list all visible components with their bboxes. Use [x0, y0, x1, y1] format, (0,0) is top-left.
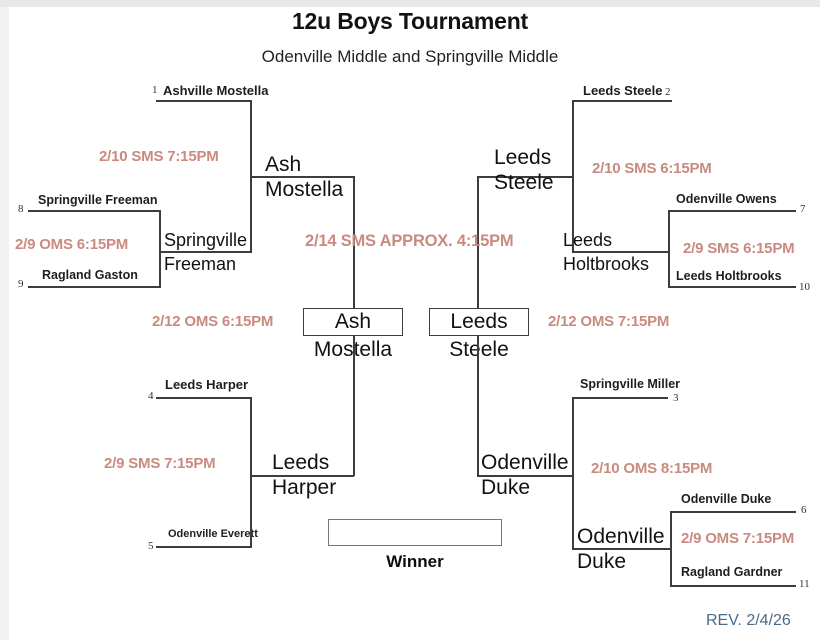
semifinal-left-box: Ash — [303, 308, 403, 336]
advancer-quarter-top-right-line2: Steele — [494, 171, 554, 194]
game-time-playin-7v10: 2/9 SMS 6:15PM — [683, 240, 795, 257]
bracket-line-playin-6v11-winner — [572, 548, 672, 550]
bracket-line-seed3 — [573, 397, 668, 399]
advancer-playin-8v9-line1: Springville — [164, 230, 248, 250]
seed-number-5: 5 — [148, 540, 154, 552]
advancer-playin-7v10-line1: Leeds — [563, 230, 613, 250]
advancer-quarter-top-right-line1: Leeds — [494, 146, 552, 169]
game-time-quarter-bot-right: 2/10 OMS 8:15PM — [591, 460, 713, 477]
bracket-line-seed6 — [670, 511, 796, 513]
bracket-line-playin-8v9-winner — [159, 251, 252, 253]
team-label-odenville-everett: Odenville Everett — [168, 528, 258, 540]
page-title: 12u Boys Tournament — [291, 8, 529, 34]
game-time-quarter-top-right: 2/10 SMS 6:15PM — [592, 160, 712, 177]
winner-box[interactable] — [328, 519, 502, 546]
bracket-line-seed4 — [156, 397, 252, 399]
semifinal-left-line2: Mostella — [314, 338, 392, 361]
page-left-frame — [0, 7, 9, 640]
bracket-line-playin-4v5-winner — [252, 475, 354, 477]
advancer-quarter-bot-right: Odenville Duke — [481, 450, 569, 500]
team-label-ragland-gardner: Ragland Gardner — [681, 565, 783, 579]
advancer-quarter-top-left-line2: Mostella — [265, 178, 344, 201]
bracket-connector-quarter-bot-right — [572, 397, 574, 548]
team-label-springville-freeman: Springville Freeman — [38, 193, 158, 207]
advancer-playin-8v9-line2: Freeman — [164, 254, 237, 274]
bracket-connector-playin-8v9 — [159, 210, 161, 288]
game-time-playin-4v5: 2/9 SMS 7:15PM — [104, 455, 216, 472]
bracket-connector-semi-left-top — [353, 176, 355, 311]
advancer-quarter-bot-right-line1: Odenville — [481, 451, 569, 474]
bracket-line-seed7 — [668, 210, 796, 212]
seed-number-8: 8 — [18, 203, 24, 215]
team-label-leeds-holtbrooks: Leeds Holtbrooks — [676, 269, 782, 283]
advancer-playin-4v5: Leeds Harper — [272, 450, 336, 500]
bracket-line-seed1 — [156, 100, 252, 102]
game-time-championship: 2/14 SMS APPROX. 4:15PM — [305, 232, 514, 250]
bracket-connector-playin-7v10 — [668, 210, 670, 288]
revision-label: REV. 2/4/26 — [706, 612, 791, 629]
bracket-line-quarter-top-left-winner — [252, 176, 354, 178]
page-subtitle: Odenville Middle and Springville Middle — [261, 47, 559, 66]
bracket-connector-semi-left-bottom — [353, 336, 355, 476]
seed-number-7: 7 — [800, 203, 806, 215]
team-label-ragland-gaston: Ragland Gaston — [42, 268, 138, 282]
seed-number-6: 6 — [801, 504, 807, 516]
game-time-playin-6v11: 2/9 OMS 7:15PM — [681, 530, 795, 547]
bracket-line-seed5 — [156, 546, 252, 548]
seed-number-3: 3 — [673, 392, 679, 404]
seed-number-2: 2 — [665, 86, 671, 98]
winner-label: Winner — [386, 552, 444, 571]
advancer-playin-6v11: Odenville Duke — [577, 524, 665, 574]
bracket-line-seed10 — [668, 286, 796, 288]
seed-number-9: 9 — [18, 278, 24, 290]
seed-number-1: 1 — [152, 84, 158, 96]
semifinal-right-line2-wrap: Steele — [429, 338, 529, 362]
advancer-quarter-bot-right-line2: Duke — [481, 476, 531, 499]
bracket-line-seed8 — [28, 210, 160, 212]
advancer-playin-4v5-line1: Leeds — [272, 451, 330, 474]
team-label-springville-miller: Springville Miller — [580, 377, 681, 391]
bracket-line-seed11 — [670, 585, 796, 587]
advancer-quarter-top-left-line1: Ash — [265, 153, 302, 176]
advancer-playin-6v11-line2: Duke — [577, 550, 627, 573]
team-label-odenville-owens: Odenville Owens — [676, 192, 777, 206]
advancer-playin-6v11-line1: Odenville — [577, 525, 665, 548]
seed-number-4: 4 — [148, 390, 154, 402]
advancer-quarter-top-left: Ash Mostella — [265, 152, 343, 202]
bracket-line-seed2 — [573, 100, 672, 102]
bracket-connector-quarter-top-left — [250, 100, 252, 252]
team-label-leeds-steele: Leeds Steele — [583, 83, 663, 98]
bracket-connector-semi-right-bottom — [477, 336, 479, 476]
bracket-line-seed9 — [28, 286, 160, 288]
game-time-playin-8v9: 2/9 OMS 6:15PM — [15, 236, 129, 253]
advancer-playin-4v5-line2: Harper — [272, 476, 337, 499]
bracket-connector-semi-right-top — [477, 176, 479, 311]
semifinal-right-box: Leeds — [429, 308, 529, 336]
semifinal-left-line1: Ash — [334, 310, 372, 333]
game-time-semi-right: 2/12 OMS 7:15PM — [548, 313, 670, 330]
semifinal-left-line2-wrap: Mostella — [303, 338, 403, 362]
seed-number-11: 11 — [799, 578, 810, 590]
advancer-playin-7v10-line2: Holtbrooks — [563, 254, 650, 274]
game-time-quarter-top-left: 2/10 SMS 7:15PM — [99, 148, 219, 165]
advancer-playin-7v10: Leeds Holtbrooks — [563, 228, 649, 276]
team-label-odenville-duke: Odenville Duke — [681, 492, 772, 506]
bracket-line-quarter-bot-right-winner — [477, 475, 573, 477]
bracket-line-quarter-top-right-winner — [477, 176, 573, 178]
bracket-line-playin-7v10-winner — [572, 251, 670, 253]
team-label-leeds-harper: Leeds Harper — [165, 377, 249, 392]
seed-number-10: 10 — [799, 281, 810, 293]
advancer-playin-8v9: Springville Freeman — [164, 228, 247, 276]
bracket-connector-quarter-top-right — [572, 100, 574, 252]
semifinal-right-line1: Leeds — [450, 310, 508, 333]
bracket-connector-playin-4v5 — [250, 397, 252, 548]
page-top-band — [0, 0, 820, 7]
team-label-ashville-mostella: Ashville Mostella — [163, 83, 269, 98]
advancer-quarter-top-right: Leeds Steele — [494, 145, 554, 195]
game-time-semi-left: 2/12 OMS 6:15PM — [152, 313, 274, 330]
